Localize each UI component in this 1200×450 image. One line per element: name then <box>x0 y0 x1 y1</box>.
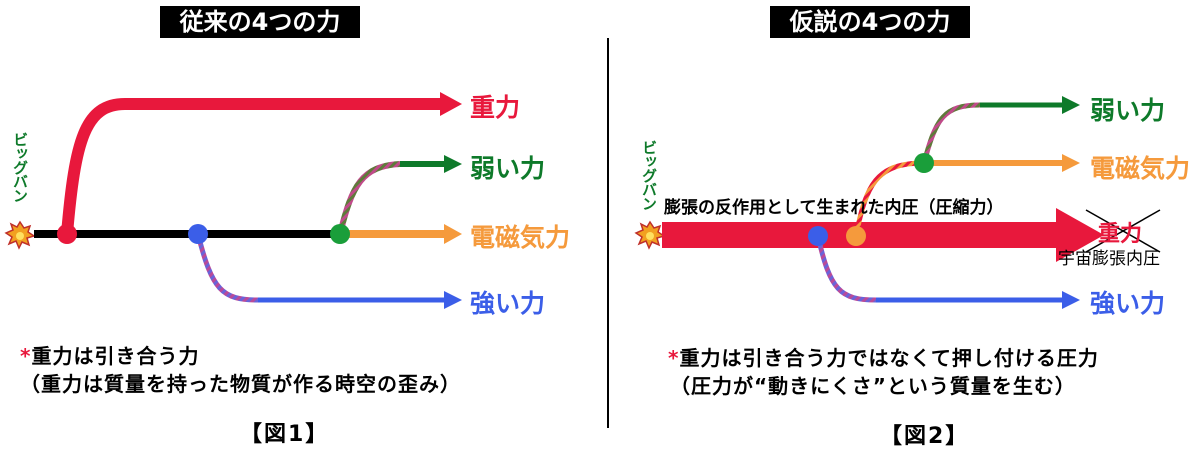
fig1-em-arrowhead <box>444 224 462 244</box>
fig2-gravity-new-label: 宇宙膨張内圧 <box>1058 249 1160 269</box>
fig1-gravity-label: 重力 <box>470 93 521 122</box>
fig2-em-arrowhead <box>1062 154 1080 172</box>
fig2-gravity-struck-label: 重力 <box>1098 222 1143 247</box>
fig1-strong-arrowhead <box>444 291 462 309</box>
fig2-note-line1: *重力は引き合う力ではなくて押し付ける圧力 <box>668 342 1099 371</box>
fig2-weak-node <box>914 153 934 173</box>
fig1-gravity-branch <box>61 98 445 235</box>
fig2-note-star: * <box>668 346 680 370</box>
fig1-weak-curve <box>337 161 401 235</box>
fig1-weak-node <box>330 224 350 244</box>
fig2-note-text1: 重力は引き合う力ではなくて押し付ける圧力 <box>679 346 1099 370</box>
fig1-bigbang-label: ビッグバン <box>11 132 29 202</box>
fig2-weak-curve <box>921 102 981 164</box>
fig2-strike-line-b <box>1085 209 1161 253</box>
fig2-em-label: 電磁気力 <box>1090 154 1191 183</box>
fig1-weak-arrowhead <box>444 155 462 173</box>
fig1-strong-node <box>188 224 208 244</box>
fig2-bigbang-burst-icon <box>634 220 666 250</box>
fig1-note-line2: （重力は質量を持った物質が作る時空の歪み） <box>20 372 461 396</box>
fig2-arrow-label: 膨張の反作用として生まれた内圧（圧縮力） <box>664 198 1004 218</box>
fig2-strong-node <box>808 226 828 246</box>
fig1-bigbang-burst-icon <box>4 220 36 250</box>
fig1-note-line1: *重力は引き合う力 <box>20 340 199 369</box>
fig1-gravity-arrowhead <box>440 92 462 116</box>
fig1-title: 従来の4つの力 <box>160 6 360 38</box>
divider-line <box>607 38 609 428</box>
fig2-weak-label: 弱い力 <box>1090 96 1166 125</box>
fig2-strong-label: 強い力 <box>1090 289 1166 318</box>
fig1-strong-curve <box>195 233 259 303</box>
fig1-note-text1: 重力は引き合う力 <box>31 344 200 368</box>
fig2-strong-arrowhead <box>1062 291 1080 309</box>
fig2-note-line2: （圧力が“動きにくさ”という質量を生む） <box>670 374 1076 398</box>
fig2-bigbang-label: ビッグバン <box>640 140 658 210</box>
fig1-note-star: * <box>20 344 32 368</box>
fig1-gravity-node <box>57 224 77 244</box>
fig2-strong-curve <box>815 235 877 303</box>
fig2-title: 仮説の4つの力 <box>770 6 970 38</box>
fig2-em-curve <box>853 160 925 237</box>
fig2-pressure-arrowhead <box>1056 208 1104 262</box>
fig1-weak-label: 弱い力 <box>470 154 546 183</box>
fig2-em-node <box>846 226 866 246</box>
fig1-em-label: 電磁気力 <box>470 223 571 252</box>
fig2-weak-arrowhead <box>1062 96 1080 114</box>
fig1-strong-label: 強い力 <box>470 289 546 318</box>
fig1-caption: 【図1】 <box>240 422 330 447</box>
fig2-caption: 【図2】 <box>880 424 970 449</box>
